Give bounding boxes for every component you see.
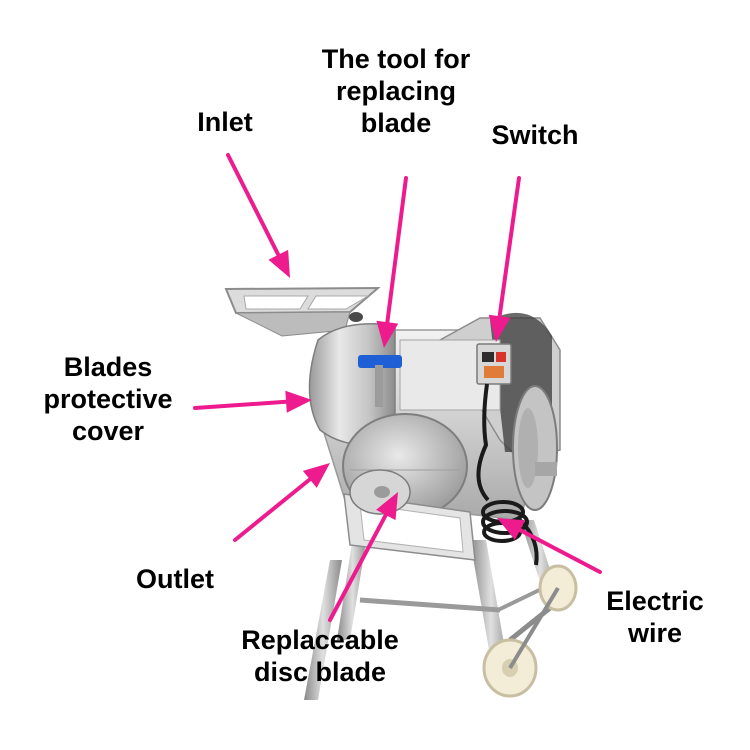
blade-tool — [358, 355, 402, 407]
machine-legs — [304, 520, 562, 700]
label-replaceable-disc-blade: Replaceable disc blade — [241, 625, 399, 687]
arrow-inlet-icon — [226, 153, 290, 278]
label-electric-wire: Electric wire — [606, 586, 704, 648]
arrow-tool-icon — [376, 176, 408, 348]
pulley — [512, 385, 558, 511]
wheels — [482, 564, 578, 698]
label-switch: Switch — [491, 120, 579, 150]
arrow-disc-icon — [328, 492, 398, 622]
label-outlet: Outlet — [136, 564, 214, 594]
label-blades-protective-cover: Blades protective cover — [43, 352, 173, 446]
switch-box — [476, 343, 512, 385]
arrow-cover-icon — [193, 390, 312, 413]
label-inlet: Inlet — [197, 107, 253, 137]
inlet-tray — [224, 286, 381, 337]
arrow-outlet-icon — [233, 463, 330, 542]
arrow-switch-icon — [488, 176, 521, 342]
label-blade-tool: The tool for replacing blade — [321, 44, 471, 138]
arrow-wire-icon — [497, 518, 602, 574]
